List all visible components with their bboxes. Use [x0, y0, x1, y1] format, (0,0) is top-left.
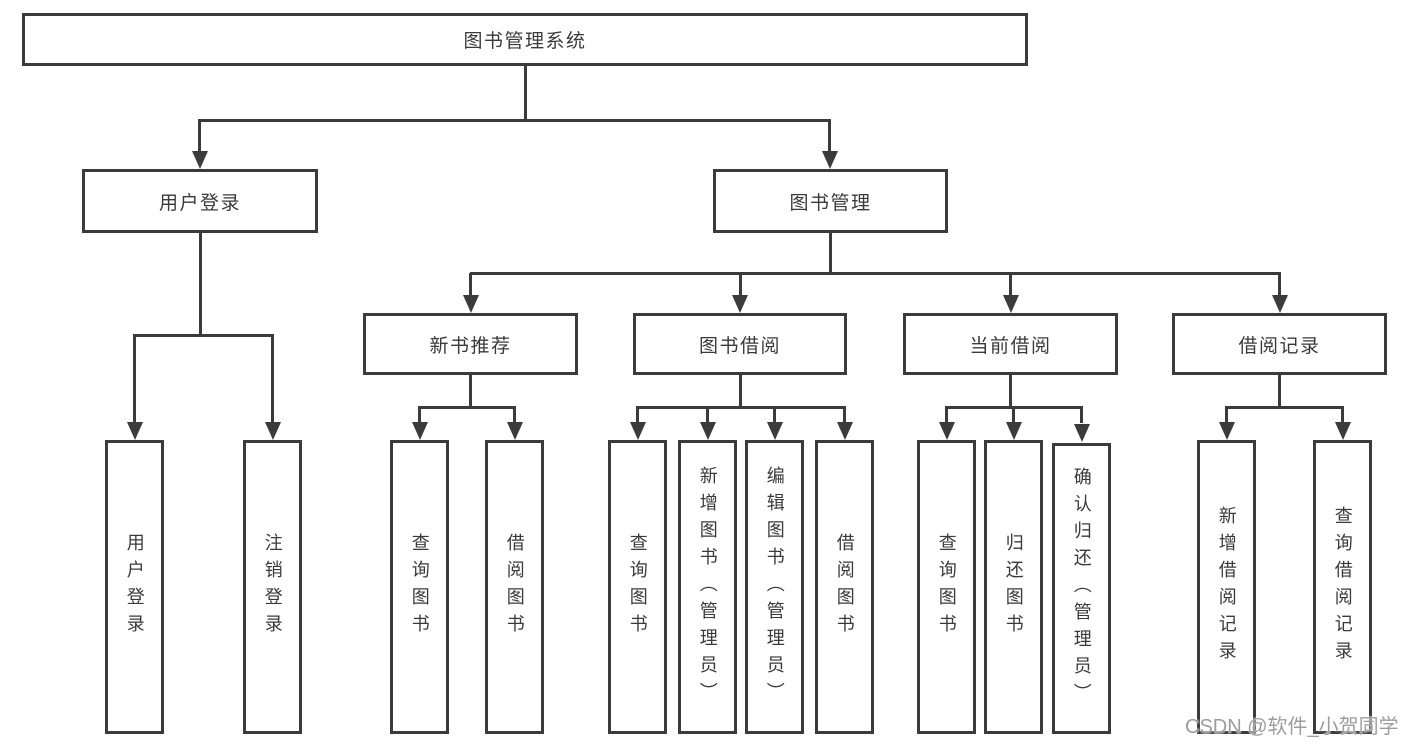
connector-to-book-management	[828, 120, 831, 153]
connector-user-login-bus	[133, 333, 274, 337]
leaf-current-query-books: 查询图书	[917, 440, 976, 734]
arrowhead-leaf-borrowing-query	[629, 422, 646, 440]
leaf-current-query-books-label: 查询图书	[936, 533, 957, 641]
leaf-recommend-borrow-books-label: 借阅图书	[504, 533, 525, 641]
connector-to-leaf-records-add	[1225, 407, 1228, 423]
connector-to-leaf-current-return	[1012, 407, 1015, 423]
arrowhead-book-management	[821, 151, 838, 169]
node-current-borrowing: 当前借阅	[903, 313, 1118, 375]
leaf-recommend-borrow-books: 借阅图书	[485, 440, 544, 734]
arrowhead-new-book-recommend	[462, 295, 479, 313]
connector-to-leaf-borrowing-edit	[773, 407, 776, 423]
connector-to-leaf-borrowing-borrow	[843, 407, 846, 423]
arrowhead-borrowing-records	[1271, 295, 1288, 313]
connector-recommend-bus	[418, 405, 516, 409]
connector-root-stem	[523, 66, 527, 120]
connector-to-borrowing-records	[1278, 273, 1281, 297]
leaf-current-return-books-label: 归还图书	[1003, 533, 1024, 641]
leaf-logout: 注销登录	[243, 440, 302, 734]
arrowhead-leaf-borrowing-edit	[766, 422, 783, 440]
connector-to-user-login	[198, 120, 201, 153]
leaf-recommend-query-books-label: 查询图书	[409, 533, 430, 641]
leaf-borrowing-query-books-label: 查询图书	[627, 533, 648, 641]
leaf-borrowing-add-books-admin: 新增图书（管理员）	[678, 440, 737, 734]
connector-user-login-stem	[198, 233, 202, 335]
connector-recommend-stem	[469, 375, 472, 407]
arrowhead-leaf-current-confirm	[1073, 424, 1090, 442]
leaf-records-query-record-label: 查询借阅记录	[1332, 506, 1353, 668]
leaf-borrowing-borrow-books-label: 借阅图书	[834, 533, 855, 641]
leaf-borrowing-add-books-admin-label: 新增图书（管理员）	[697, 465, 718, 709]
arrowhead-leaf-user-login	[126, 422, 143, 440]
connector-records-stem	[1278, 375, 1281, 407]
leaf-records-query-record: 查询借阅记录	[1313, 440, 1372, 734]
connector-level2-bus	[470, 271, 1281, 275]
leaf-borrowing-borrow-books: 借阅图书	[815, 440, 874, 734]
arrowhead-user-login	[191, 151, 208, 169]
connector-records-bus	[1225, 405, 1344, 409]
connector-to-current-borrowing	[1009, 273, 1012, 297]
connector-current-stem	[1009, 375, 1012, 407]
connector-level1-bus	[198, 118, 831, 122]
arrowhead-book-borrowing	[732, 295, 748, 313]
leaf-borrowing-edit-books-admin: 编辑图书（管理员）	[745, 440, 804, 734]
arrowhead-current-borrowing	[1002, 295, 1019, 313]
node-book-borrowing-label: 图书借阅	[698, 335, 781, 357]
node-new-book-recommend: 新书推荐	[363, 313, 578, 375]
arrowhead-leaf-records-query	[1334, 422, 1351, 440]
arrowhead-leaf-records-add	[1218, 422, 1235, 440]
node-current-borrowing-label: 当前借阅	[969, 335, 1052, 357]
leaf-current-return-books: 归还图书	[984, 440, 1043, 734]
leaf-records-add-record: 新增借阅记录	[1197, 440, 1256, 734]
leaf-user-login: 用户登录	[105, 440, 164, 734]
connector-to-leaf-current-confirm	[1080, 407, 1083, 423]
connector-to-leaf-records-query	[1341, 407, 1344, 423]
leaf-user-login-label: 用户登录	[124, 533, 145, 641]
csdn-watermark: CSDN @软件_小贺同学	[1185, 716, 1399, 738]
node-borrowing-records: 借阅记录	[1172, 313, 1387, 375]
node-borrowing-records-label: 借阅记录	[1238, 335, 1321, 357]
node-book-management: 图书管理	[713, 169, 948, 233]
arrowhead-leaf-borrowing-add	[699, 422, 716, 440]
arrowhead-leaf-borrowing-borrow	[836, 422, 853, 440]
leaf-current-confirm-return-admin-label: 确认归还（管理员）	[1071, 467, 1092, 710]
connector-to-book-borrowing	[738, 273, 742, 297]
leaf-borrowing-query-books: 查询图书	[608, 440, 667, 734]
node-new-book-recommend-label: 新书推荐	[429, 335, 512, 357]
connector-borrowing-stem	[738, 375, 742, 407]
leaf-borrowing-edit-books-admin-label: 编辑图书（管理员）	[764, 465, 785, 709]
node-book-borrowing: 图书借阅	[633, 313, 847, 375]
connector-to-leaf-user-login	[133, 335, 136, 424]
node-root-label: 图书管理系统	[463, 31, 587, 52]
connector-book-management-stem	[828, 233, 832, 273]
connector-to-leaf-recommend-borrow	[513, 407, 516, 423]
connector-to-new-book-recommend	[469, 273, 472, 297]
arrowhead-leaf-current-query	[938, 422, 955, 440]
node-root-system: 图书管理系统	[22, 13, 1028, 66]
connector-to-leaf-recommend-query	[418, 407, 421, 423]
leaf-current-confirm-return-admin: 确认归还（管理员）	[1052, 443, 1111, 734]
connector-to-leaf-current-query	[945, 407, 948, 423]
connector-to-leaf-borrowing-add	[706, 407, 709, 423]
arrowhead-leaf-logout	[264, 422, 281, 440]
arrowhead-leaf-recommend-query	[411, 422, 428, 440]
node-user-login-label: 用户登录	[158, 192, 241, 214]
connector-to-leaf-borrowing-query	[636, 407, 639, 423]
arrowhead-leaf-recommend-borrow	[506, 422, 523, 440]
arrowhead-leaf-current-return	[1005, 422, 1022, 440]
node-book-management-label: 图书管理	[789, 192, 872, 214]
connector-to-leaf-logout	[271, 335, 274, 424]
node-user-login: 用户登录	[82, 169, 318, 233]
connector-borrowing-bus	[636, 405, 846, 409]
leaf-logout-label: 注销登录	[262, 533, 283, 641]
leaf-recommend-query-books: 查询图书	[390, 440, 449, 734]
leaf-records-add-record-label: 新增借阅记录	[1216, 506, 1237, 668]
